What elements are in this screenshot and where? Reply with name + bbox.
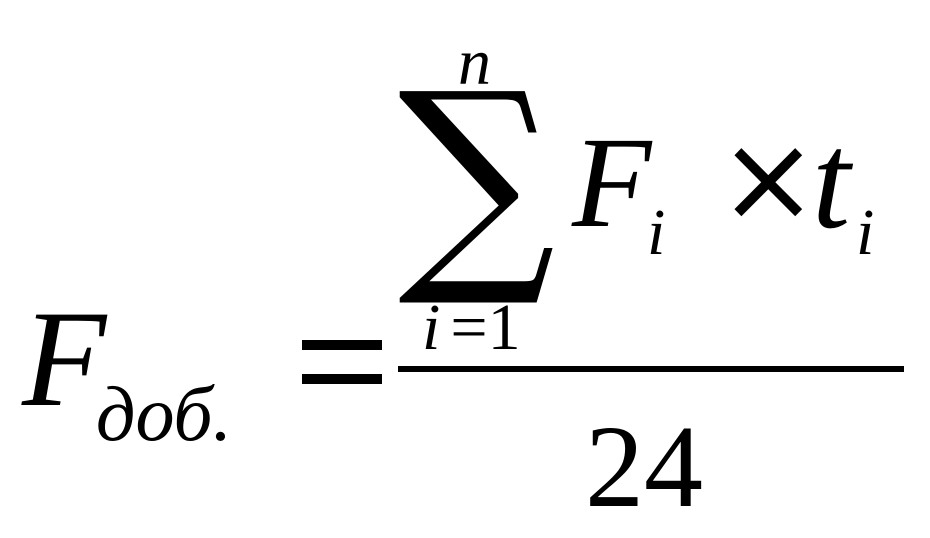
summation-symbol: ∑ [398,43,556,313]
equals-sign-text: = [302,318,303,319]
sum-index: i [422,291,441,364]
sum-upper-limit: n [458,26,491,99]
sum-lower-operator: = [450,291,488,364]
equals-sign: = [302,318,382,388]
term-factor-f-subscript: i [647,196,666,269]
term-factor-t-subscript: i [856,196,875,269]
multiplication-sign: × [718,110,819,249]
equals-bar-top [302,340,382,350]
term-factor-t: t [812,104,851,257]
sum-lower-start: 1 [487,291,521,364]
term-factor-f: F [572,111,652,255]
denominator: 24 [585,401,703,532]
sum-lower-limit: i=1 [422,295,521,361]
lhs-symbol: F [22,282,107,435]
fraction-line [398,366,904,372]
equals-bar-bottom [302,374,382,384]
lhs-subscript: доб. [96,370,233,457]
